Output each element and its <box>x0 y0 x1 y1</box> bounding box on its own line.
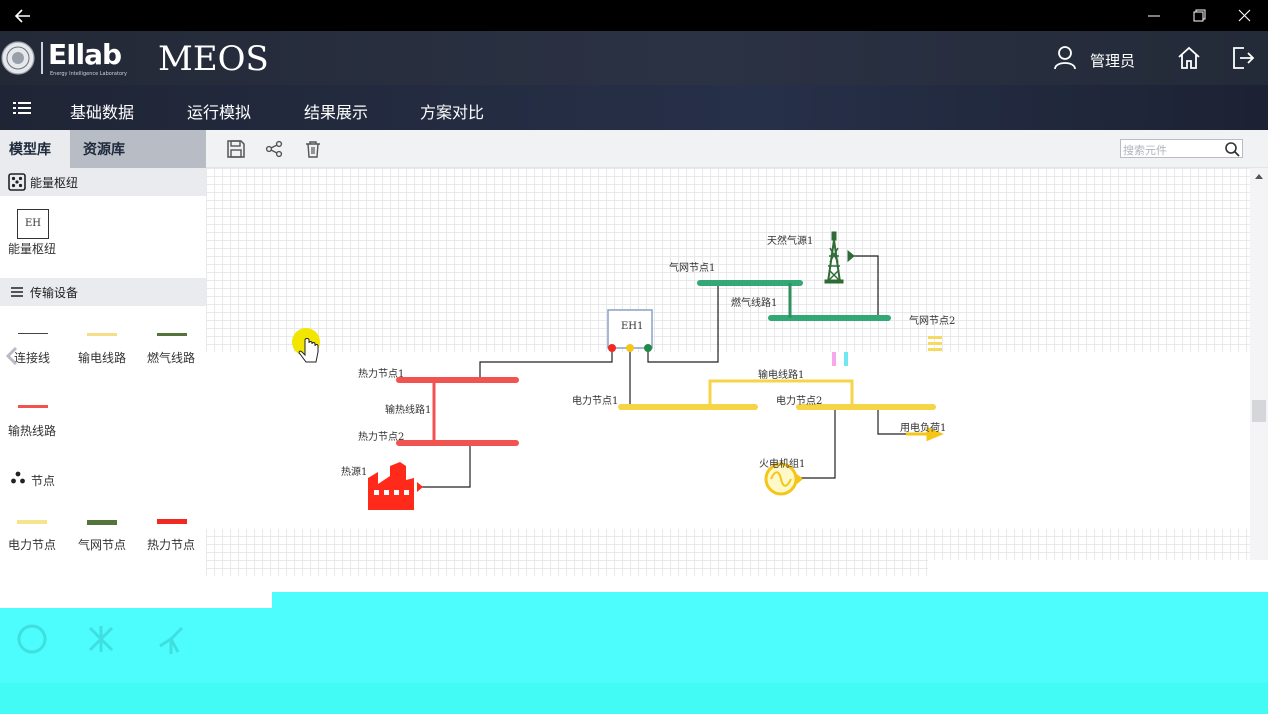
power-line-swatch[interactable] <box>87 333 117 336</box>
power-line <box>708 379 854 407</box>
tab-resource-library[interactable]: 资源库 <box>70 130 206 168</box>
menu-icon[interactable] <box>12 99 32 117</box>
close-icon[interactable] <box>1224 4 1264 28</box>
app-header: EIlab Energy Intelligence Laboratory MEO… <box>0 31 1268 85</box>
section-title-nodes[interactable]: 节点 <box>31 474 56 488</box>
generator-ghost-icon <box>17 624 47 654</box>
component-library-panel: 模型库 资源库 能量枢纽 EH 能量枢纽 传输设备 连接线 输电线路 燃气线路 … <box>0 130 206 576</box>
menu-item-basic-data[interactable]: 基础数据 <box>70 103 135 122</box>
section-title: 传输设备 <box>30 286 79 300</box>
search-placeholder: 搜索元件 <box>1123 144 1167 157</box>
section-transmission[interactable]: 传输设备 <box>0 278 206 306</box>
user-name[interactable]: 管理员 <box>1090 52 1136 70</box>
turbine-ghost-icon <box>159 626 184 654</box>
gas-node1-label: 气网节点1 <box>669 263 716 274</box>
heat-node-swatch[interactable] <box>157 519 187 524</box>
energy-hub-icon <box>8 173 26 191</box>
component-search-box[interactable]: 搜索元件 <box>1120 139 1243 158</box>
heat-node1-label: 热力节点1 <box>358 369 405 380</box>
energy-hub-component[interactable]: EH <box>17 209 49 239</box>
left-bottom-white <box>0 576 272 592</box>
tab-model-library[interactable]: 模型库 <box>0 130 70 168</box>
restore-icon[interactable] <box>1179 4 1219 28</box>
gas-node-label: 气网节点 <box>78 538 127 552</box>
heat-source-icon <box>368 462 423 510</box>
generator-label: 火电机组1 <box>759 459 806 470</box>
lab-logo-subtitle: Energy Intelligence Laboratory <box>50 71 128 77</box>
energy-hub-label: 能量枢纽 <box>8 242 57 256</box>
canvas-bottom-strip <box>928 560 1268 592</box>
transformer-ghost-icon <box>88 626 114 652</box>
minimize-icon[interactable] <box>1134 4 1174 28</box>
power-node-swatch[interactable] <box>17 520 47 524</box>
power-line-label: 输电线路1 <box>758 370 805 381</box>
nodes-icon <box>11 471 25 484</box>
user-icon[interactable] <box>1052 45 1078 71</box>
logo-divider <box>41 42 43 74</box>
menu-item-results[interactable]: 结果展示 <box>304 103 369 122</box>
share-icon[interactable] <box>264 139 284 159</box>
save-icon[interactable] <box>226 139 246 159</box>
generator-icon <box>764 462 803 496</box>
collapse-chevron-icon <box>5 346 18 366</box>
logout-icon[interactable] <box>1230 45 1256 71</box>
gas-node-swatch[interactable] <box>87 520 117 525</box>
home-icon[interactable] <box>1176 45 1202 71</box>
bottom-cyan-strip <box>0 683 1268 714</box>
power-line-label: 输电线路 <box>78 351 127 365</box>
gas-line-label: 燃气线路1 <box>731 298 778 309</box>
load-arrow-icon <box>906 426 944 442</box>
app-title: MEOS <box>158 39 269 79</box>
load-label: 用电负荷1 <box>900 423 947 434</box>
scrollbar-thumb[interactable] <box>1252 400 1266 422</box>
heat-line-label: 输热线路1 <box>385 405 432 416</box>
eh1-label: EH1 <box>621 321 644 332</box>
bottom-white-notch <box>0 592 272 608</box>
hand-cursor-icon <box>298 338 319 363</box>
canvas-vertical-scrollbar[interactable] <box>1250 168 1268 560</box>
heat-node-label: 热力节点 <box>147 538 196 552</box>
gas-source-icon <box>824 231 855 284</box>
gas-line-swatch[interactable] <box>157 333 187 336</box>
heat-line-label: 输热线路 <box>8 424 57 438</box>
connector-line-swatch[interactable] <box>18 333 48 334</box>
gas-node2-label: 气网节点2 <box>909 316 956 327</box>
menu-item-simulation[interactable]: 运行模拟 <box>187 103 252 122</box>
scroll-up-icon[interactable] <box>1254 172 1264 180</box>
power-node-label: 电力节点 <box>8 538 57 552</box>
gas-source-label: 天然气源1 <box>767 236 814 247</box>
search-icon[interactable] <box>1224 141 1240 157</box>
delete-icon[interactable] <box>303 139 323 159</box>
back-icon[interactable] <box>10 5 38 27</box>
heat-node2-label: 热力节点2 <box>358 432 405 443</box>
power-node2-label: 电力节点2 <box>776 396 823 407</box>
window-titlebar <box>0 0 1268 31</box>
heat-source-label: 热源1 <box>341 467 368 478</box>
section-title: 能量枢纽 <box>30 176 79 190</box>
canvas-toolbar: 搜索元件 <box>206 130 1268 168</box>
power-node1-label: 电力节点1 <box>572 396 619 407</box>
section-energy-hub[interactable]: 能量枢纽 <box>0 168 206 196</box>
main-menu-bar: 基础数据 运行模拟 结果展示 方案对比 <box>0 85 1268 130</box>
gas-line-label: 燃气线路 <box>147 351 196 365</box>
transmission-icon <box>11 287 23 297</box>
university-seal-icon <box>1 41 35 75</box>
heat-line-swatch[interactable] <box>18 405 48 408</box>
menu-item-compare[interactable]: 方案对比 <box>420 103 485 122</box>
connector-line-label: 连接线 <box>14 351 51 365</box>
lab-logo: EIlab <box>48 38 122 71</box>
